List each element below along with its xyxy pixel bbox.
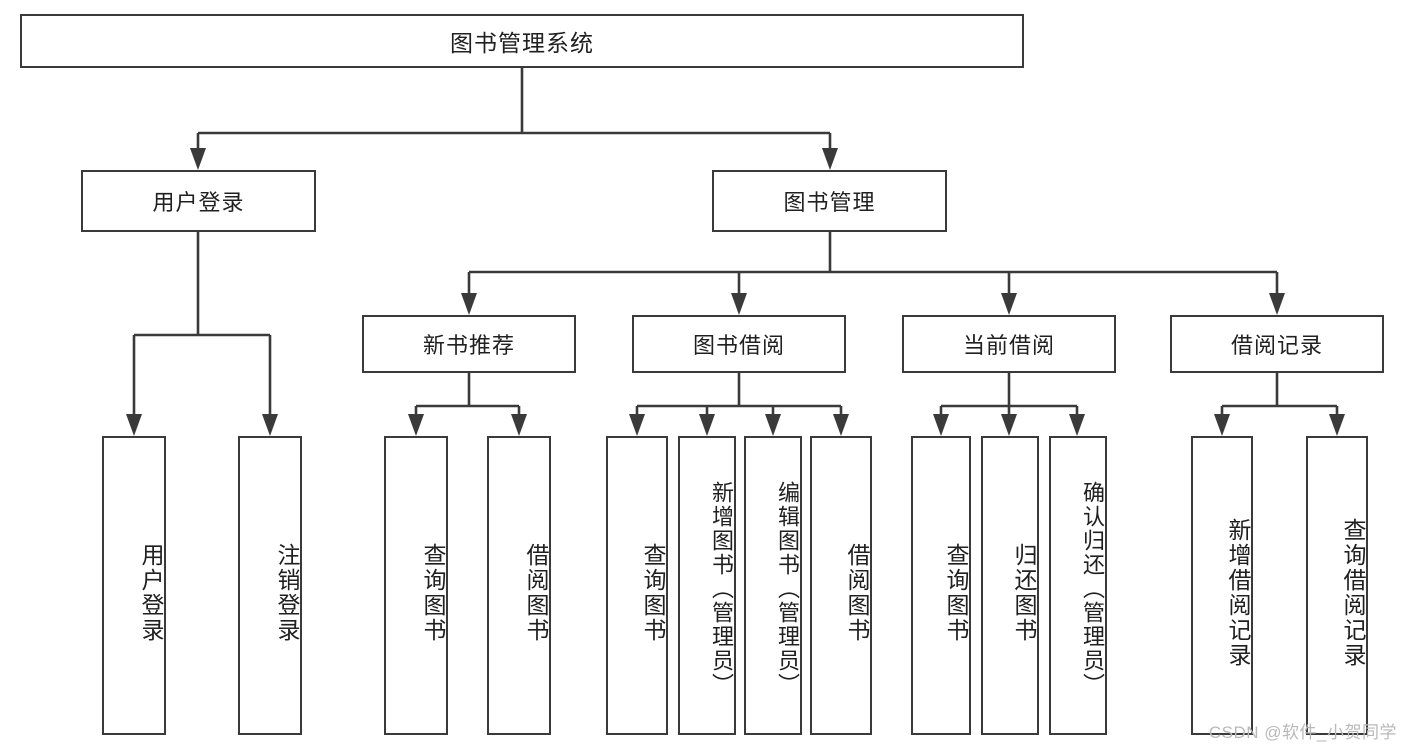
node-book-borrow-label: 图书借阅 xyxy=(692,333,785,358)
node-leaf-add-record-label: 新增借阅记录 xyxy=(1225,517,1251,668)
node-new-book-recommend-label: 新书推荐 xyxy=(422,333,515,358)
node-leaf-add-book-label: 新增图书（管理员） xyxy=(709,480,734,697)
arrow-leaf-return-book xyxy=(1001,414,1017,436)
arrow-to-current-borrow xyxy=(1001,293,1017,315)
node-leaf-edit-book-label: 编辑图书（管理员） xyxy=(775,480,800,697)
node-leaf-logout-label: 注销登录 xyxy=(274,542,300,643)
arrow-leaf-query-book-2 xyxy=(629,414,645,436)
node-book-borrow[interactable]: 图书借阅 xyxy=(632,315,846,373)
node-leaf-borrow-book-1[interactable]: 借阅图书 xyxy=(487,436,551,735)
node-root[interactable]: 图书管理系统 xyxy=(20,14,1024,68)
arrow-leaf-query-book-1 xyxy=(408,414,424,436)
arrow-leaf-query-record xyxy=(1329,414,1345,436)
node-borrow-record-label: 借阅记录 xyxy=(1230,333,1323,358)
node-book-manage-label: 图书管理 xyxy=(783,190,876,215)
arrow-leaf-edit-book xyxy=(765,414,781,436)
node-user-login[interactable]: 用户登录 xyxy=(81,170,316,232)
arrow-leaf-borrow-book-2 xyxy=(833,414,849,436)
arrow-leaf-query-book-3 xyxy=(933,414,949,436)
node-leaf-borrow-book-1-label: 借阅图书 xyxy=(523,542,549,643)
arrow-to-new-book-recommend xyxy=(461,293,477,315)
node-current-borrow-label: 当前借阅 xyxy=(962,333,1055,358)
arrow-leaf-add-book xyxy=(699,414,715,436)
node-leaf-logout[interactable]: 注销登录 xyxy=(238,436,302,735)
arrow-leaf-borrow-book-1 xyxy=(511,414,527,436)
watermark-text: CSDN @软件_小贺同学 xyxy=(1208,723,1397,742)
node-leaf-confirm-return[interactable]: 确认归还（管理员） xyxy=(1049,436,1107,735)
node-leaf-query-record[interactable]: 查询借阅记录 xyxy=(1306,436,1368,735)
node-leaf-user-login[interactable]: 用户登录 xyxy=(102,436,166,735)
node-root-label: 图书管理系统 xyxy=(450,30,594,56)
node-leaf-query-book-2[interactable]: 查询图书 xyxy=(606,436,668,735)
node-leaf-query-book-3[interactable]: 查询图书 xyxy=(911,436,971,735)
node-leaf-query-book-1[interactable]: 查询图书 xyxy=(384,436,448,735)
node-leaf-confirm-return-label: 确认归还（管理员） xyxy=(1080,480,1105,697)
arrow-to-book-borrow xyxy=(731,293,747,315)
node-leaf-borrow-book-2-label: 借阅图书 xyxy=(844,542,870,643)
node-leaf-return-book[interactable]: 归还图书 xyxy=(981,436,1039,735)
node-leaf-user-login-label: 用户登录 xyxy=(138,542,164,643)
node-leaf-query-book-1-label: 查询图书 xyxy=(420,542,446,643)
arrow-to-user-login xyxy=(190,148,206,170)
arrow-leaf-logout xyxy=(262,414,278,436)
node-current-borrow[interactable]: 当前借阅 xyxy=(902,315,1116,373)
node-leaf-borrow-book-2[interactable]: 借阅图书 xyxy=(810,436,872,735)
node-leaf-add-book[interactable]: 新增图书（管理员） xyxy=(678,436,736,735)
node-leaf-edit-book[interactable]: 编辑图书（管理员） xyxy=(744,436,802,735)
node-book-manage[interactable]: 图书管理 xyxy=(712,170,947,232)
arrow-to-book-manage xyxy=(822,148,838,170)
arrow-leaf-add-record xyxy=(1214,414,1230,436)
node-user-login-label: 用户登录 xyxy=(152,190,245,215)
node-leaf-add-record[interactable]: 新增借阅记录 xyxy=(1191,436,1253,735)
arrow-to-borrow-record xyxy=(1269,293,1285,315)
node-leaf-query-book-3-label: 查询图书 xyxy=(943,542,969,643)
arrow-leaf-confirm-return xyxy=(1069,414,1085,436)
arrow-leaf-user-login xyxy=(126,414,142,436)
node-leaf-query-book-2-label: 查询图书 xyxy=(640,542,666,643)
node-new-book-recommend[interactable]: 新书推荐 xyxy=(362,315,576,373)
node-leaf-query-record-label: 查询借阅记录 xyxy=(1340,517,1366,668)
node-leaf-return-book-label: 归还图书 xyxy=(1011,542,1037,643)
node-borrow-record[interactable]: 借阅记录 xyxy=(1170,315,1384,373)
